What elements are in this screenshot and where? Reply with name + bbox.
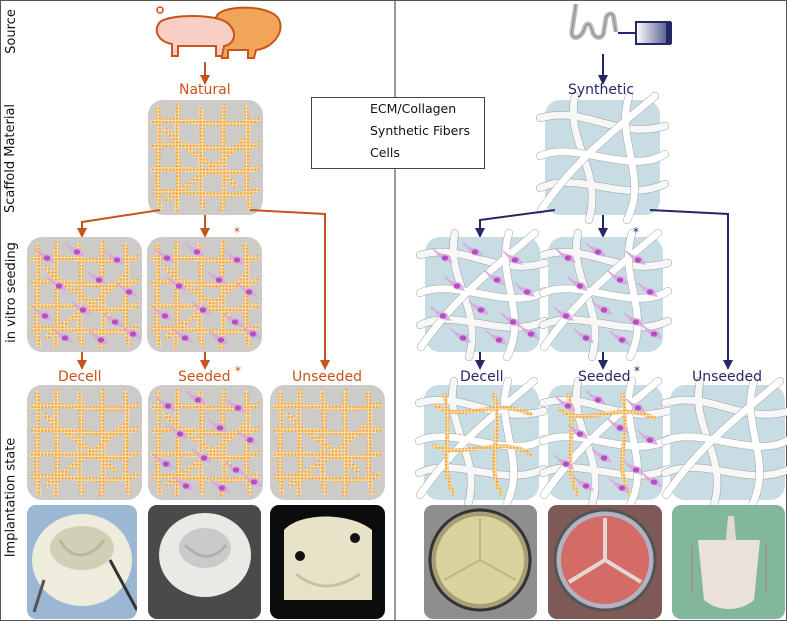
- natural-branch-arrows: [77, 209, 330, 370]
- asterisk-natural-seeding: *: [234, 225, 240, 239]
- synthetic-implant-seeded-tile: [543, 381, 668, 505]
- photo-natural-seeded: [148, 505, 261, 619]
- photo-synthetic-unseeded: [672, 505, 785, 619]
- synthetic-branch-arrows: [475, 209, 733, 370]
- row-label-seeding: in vitro seeding: [3, 242, 19, 343]
- synthetic-implant-unseeded-tile: [665, 381, 787, 505]
- pig-and-sheep-icon: [155, 6, 282, 59]
- synthetic-scaffold-tile: [540, 96, 665, 220]
- photo-synthetic-decell: [424, 505, 537, 619]
- synthetic-implant-decell-tile: [419, 381, 544, 505]
- photo-natural-decell: [27, 505, 137, 619]
- asterisk-synthetic-seeding: *: [633, 225, 639, 239]
- natural-implant-decell-tile: [27, 385, 142, 500]
- electrospinning-syringe-icon: [569, 3, 672, 45]
- label-natural-unseeded: Unseeded: [292, 369, 363, 385]
- row-label-implantation: Implantation state: [3, 437, 19, 558]
- legend-ecm-label: ECM/Collagen: [370, 101, 457, 116]
- label-synthetic-decell: Decell: [460, 369, 504, 385]
- legend-cells-label: Cells: [370, 145, 400, 160]
- legend-fibers-label: Synthetic Fibers: [370, 123, 471, 138]
- asterisk-natural-implant: *: [235, 364, 241, 378]
- photo-natural-unseeded: [270, 505, 385, 619]
- label-natural-seeded: Seeded: [178, 369, 231, 385]
- label-synthetic-unseeded: Unseeded: [692, 369, 763, 385]
- legend: ECM/Collagen Synthetic Fibers Cells: [311, 97, 485, 169]
- row-label-scaffold: Scaffold Material: [3, 103, 19, 213]
- label-synthetic: Synthetic: [568, 82, 635, 98]
- natural-implant-unseeded-tile: [270, 385, 385, 500]
- label-synthetic-seeded: Seeded: [578, 369, 631, 385]
- label-natural-decell: Decell: [58, 369, 102, 385]
- natural-scaffold-tile: [148, 100, 263, 215]
- row-label-source: Source: [3, 8, 19, 54]
- photo-synthetic-seeded: [548, 505, 662, 619]
- label-natural: Natural: [179, 82, 231, 98]
- asterisk-synthetic-implant: *: [634, 364, 640, 378]
